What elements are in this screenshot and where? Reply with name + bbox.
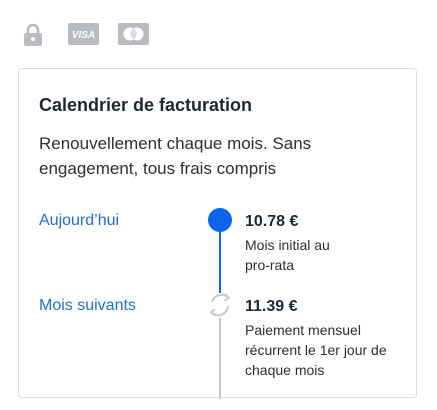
mastercard-icon: [118, 23, 149, 45]
today-dot-icon: [208, 208, 232, 232]
visa-text: VISA: [72, 30, 95, 41]
next-months-note: Paiement mensuel récurrent le 1er jour d…: [245, 322, 387, 378]
next-months-label: Mois suivants: [39, 297, 136, 314]
billing-timeline: [208, 208, 232, 399]
billing-description: Renouvellement chaque mois. Sans engagem…: [39, 134, 312, 178]
visa-card-icon: VISA: [68, 23, 99, 45]
card-title: Calendrier de facturation: [39, 95, 253, 115]
today-label: Aujourd’hui: [39, 212, 120, 229]
today-note: Mois initial au pro-rata: [245, 237, 330, 273]
today-amount: 10.78 €: [245, 213, 299, 230]
next-months-amount: 11.39 €: [245, 298, 298, 315]
billing-schedule-card: Calendrier de facturation Renouvellement…: [18, 68, 417, 399]
lock-icon: [24, 23, 42, 46]
recurring-icon: [210, 293, 230, 317]
